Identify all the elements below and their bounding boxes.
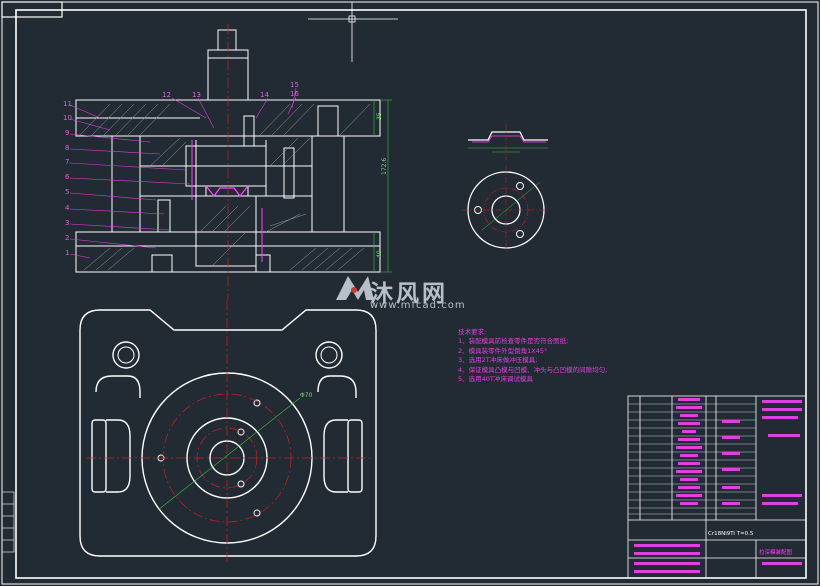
part-label-3: 3 (65, 219, 70, 227)
part-label-8: 8 (65, 144, 70, 152)
dimension-bottom-plate: 40 (376, 250, 383, 258)
watermark-logo-icon (336, 276, 374, 300)
title-block (627, 395, 807, 579)
part-label-12: 12 (162, 91, 171, 99)
plan-centerlines (86, 300, 370, 565)
watermark-name: 沐风网 (370, 281, 448, 307)
section-dimensions (373, 99, 392, 273)
title-block-rows (628, 403, 756, 515)
part-label-7: 7 (65, 158, 70, 166)
part-label-14: 14 (260, 91, 269, 99)
part-drawing-top (462, 166, 550, 254)
note-item-4: 4、保证模具凸模与凹模、冲头与凸凹模的间隙均匀; (458, 365, 608, 374)
title-block-entries (634, 398, 802, 573)
cursor-crosshair (308, 2, 398, 62)
plan-view (79, 309, 377, 557)
note-item-3: 3、选用2T冲床做冲压模具; (458, 356, 538, 365)
notes-heading: 技术要求: (458, 328, 487, 336)
dimension-top-plate: 35 (376, 112, 383, 120)
title-block-drawing-name: 拉深模装配图 (759, 550, 793, 556)
section-hatching (79, 103, 371, 271)
plan-diameter-leader (157, 397, 301, 511)
section-accents (191, 140, 263, 262)
technical-notes: 技术要求: 1、装配模具前检查零件是否符合图纸; 2、模具装零件外型倒角1X45… (458, 328, 607, 384)
part-label-5: 5 (65, 188, 70, 196)
part-label-15: 15 (290, 81, 299, 89)
watermark-url: www.mfcad.com (370, 300, 466, 311)
part-label-6: 6 (65, 173, 70, 181)
part-label-10: 10 (63, 114, 72, 122)
part-label-16: 16 (290, 90, 299, 98)
part-label-13: 13 (192, 91, 201, 99)
dimension-total-height: 172.6 (381, 157, 388, 175)
watermark: 沐风网 www.mfcad.com (330, 272, 500, 314)
note-item-1: 1、装配模具前检查零件是否符合图纸; (458, 337, 569, 346)
part-label-1: 1 (65, 249, 70, 257)
left-edge-strip (1, 491, 15, 553)
corner-box (1, 1, 63, 18)
part-label-9: 9 (65, 129, 70, 137)
part-label-2: 2 (65, 234, 70, 242)
note-item-2: 2、模具装零件外型倒角1X45° (458, 346, 548, 355)
drawing-frame (15, 9, 807, 579)
dimension-bolt-circle: Φ70 (300, 392, 313, 399)
part-label-11: 11 (63, 100, 72, 108)
note-item-5: 5、选用40T冲床调试模具 (458, 375, 533, 384)
part-leader-lines (69, 87, 297, 259)
title-block-material: Cr18Ni9Ti T=0.5 (708, 531, 754, 537)
part-label-4: 4 (65, 204, 70, 212)
part-drawing-side (468, 124, 548, 160)
